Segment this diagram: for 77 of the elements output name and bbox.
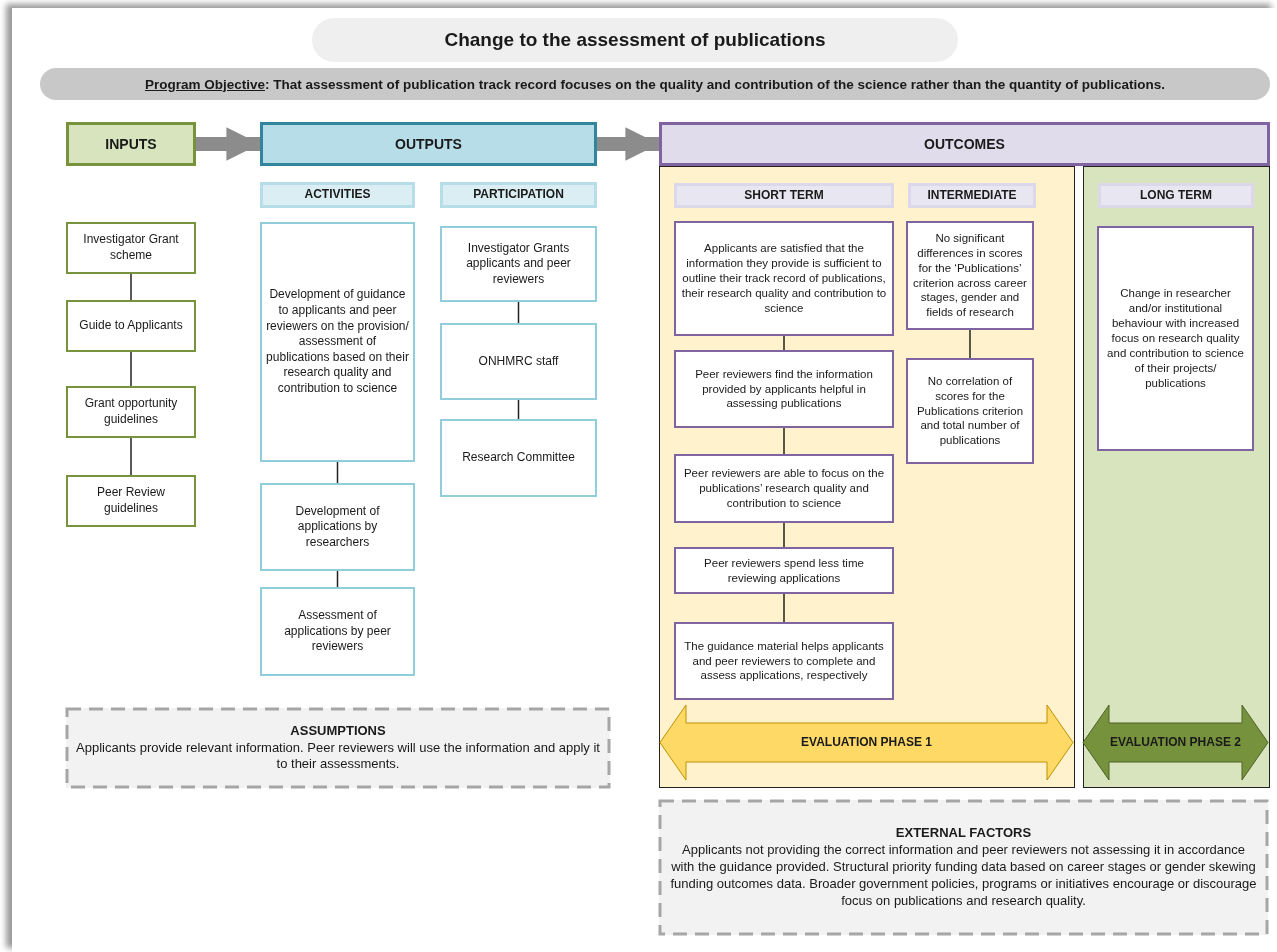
node-text: Development of applications by researchers [294,503,381,551]
objective-banner: Program Objective: That assessment of publication track record focuses on the quality and contribution of the science rather than the quantity of publications. [40,68,1270,100]
outcome-box [674,622,894,700]
outcome-box [1097,226,1254,451]
node-text: Peer reviewers are able to focus on the publications’ research quality and contribution to science [682,466,886,511]
connector-line [130,273,132,301]
subheader-box [908,183,1036,208]
connector-line [969,329,971,359]
node-text: INTERMEDIATE [927,187,1017,204]
outcome-box [674,547,894,594]
column-header [659,122,1270,166]
outcome-box [674,454,894,523]
subheader-box [440,182,597,208]
node-text: Assessment of applications by peer reviewers [283,608,392,655]
column-header [66,122,196,166]
connector-line [517,399,520,420]
node-text: SHORT TERM [744,187,824,204]
subheader-box [674,183,894,208]
node-text: The guidance material helps applicants and peer reviewers to complete and assess applications, respectively [683,638,885,684]
column-header [260,122,597,166]
input-box [66,222,196,274]
subheader-box [1098,183,1254,208]
node-text: Grant opportunity guidelines [83,396,179,428]
connector-line [130,351,132,387]
connector-line [517,301,520,324]
evaluation-phase-band [660,705,1073,780]
node-text: Peer Review guidelines [96,485,166,517]
node-text: Research Committee [462,450,575,466]
node-text: PARTICIPATION [473,187,564,203]
node-text: ONHMRC staff [478,353,559,370]
evaluation-phase-band [1083,705,1268,780]
output-box [260,587,415,676]
node-text: Change in researcher and/or institutional behaviour with increased focus on research quality and contribution to science of their projects/ publications [1106,286,1245,391]
subheader-box [260,182,415,208]
outcome-box [674,350,894,428]
output-box [260,222,415,462]
node-text: Investigator Grant scheme [82,232,180,264]
connector-line [130,437,132,476]
node-text: Guide to Applicants [79,318,183,334]
node-text: Applicants are satisfied that the information they provide is sufficient to outline their track record of publications, their research quality and contribution to science [680,241,888,316]
output-box [440,323,597,400]
connector-line [783,593,785,623]
node-text: Peer reviewers spend less time reviewing applications [703,555,865,586]
output-box [440,226,597,302]
connector-line [336,461,339,484]
node-text: INPUTS [105,134,157,154]
input-box [66,300,196,352]
node-text: Peer reviewers find the information provided by applicants helpful in assessing publications [694,366,874,412]
title: Change to the assessment of publications [312,18,958,62]
node-text: OUTPUTS [395,134,462,154]
node-text: ACTIVITIES [304,187,371,203]
connector-line [783,335,785,351]
note-heading: EXTERNAL FACTORS [895,825,1032,843]
input-box [66,386,196,438]
note-box [659,800,1268,935]
output-box [260,483,415,571]
output-box [440,419,597,497]
connector-line [783,522,785,548]
input-box [66,475,196,527]
connector-line [783,427,785,455]
node-text: EVALUATION PHASE 2 [1110,734,1241,751]
arrow [196,127,260,161]
node-text: No correlation of scores for the Publications criterion and total number of publications [915,373,1025,449]
node-text: Applicants provide relevant information. Peer reviewers will use the information and apply it to their assessments. [76,739,600,774]
node-text: Development of guidance to applicants and peer reviewers on the provision/ assessment of publications based on their research quality and contribution to science [266,287,409,397]
node-text: OUTCOMES [924,134,1005,154]
node-text: Applicants not providing the correct information and peer reviewers not assessing it in accordance with the guidance provided. Structural priority funding data based on career stages or gender skewing funding outcomes data. Broader government policies, programs or initiatives encourage or discourage focus on publications and research quality. [669,842,1258,910]
node-text: LONG TERM [1140,187,1212,204]
outcome-box [906,221,1034,330]
note-heading: ASSUMPTIONS [290,722,386,740]
node-text: EVALUATION PHASE 1 [801,734,932,751]
arrow [597,127,659,161]
outcome-box [906,358,1034,464]
outcome-box [674,221,894,336]
node-text: No significant differences in scores for the ‘Publications’ criterion across career stages, gender and fields of research [912,230,1028,321]
node-text: Investigator Grants applicants and peer reviewers [465,240,572,288]
note-box [66,708,610,788]
